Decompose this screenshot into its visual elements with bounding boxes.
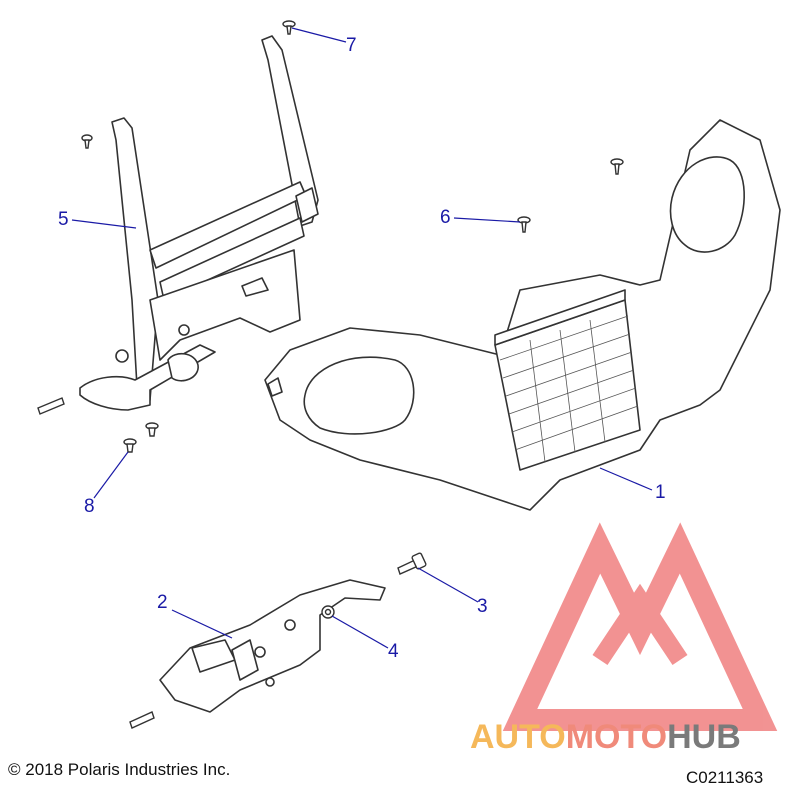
watermark-wordmark: AUTOMOTOHUB (470, 718, 741, 757)
watermark-word-hub: HUB (667, 718, 741, 756)
watermark-word-auto: AUTO (470, 718, 566, 756)
watermark-word-moto: MOTO (565, 718, 668, 756)
callout-2: 2 (157, 592, 168, 613)
part-1-front-bumper (264, 119, 781, 511)
loose-bolts (37, 397, 155, 729)
part-6-rivet (517, 158, 624, 233)
callout-7: 7 (346, 35, 357, 56)
part-4-nut (321, 605, 335, 619)
part-7-screw (81, 20, 296, 149)
callout-1: 1 (655, 482, 666, 503)
callout-8: 8 (84, 496, 95, 517)
part-3-bolt (397, 552, 427, 575)
leader-lines (71, 27, 653, 649)
callout-6: 6 (440, 207, 451, 228)
copyright-text: © 2018 Polaris Industries Inc. (8, 760, 231, 779)
diagram-code: C0211363 (686, 768, 764, 787)
part-8-rivets (123, 422, 159, 453)
watermark-logo (502, 522, 778, 731)
callout-3: 3 (477, 596, 488, 617)
callout-4: 4 (388, 641, 399, 662)
part-5-brace-frame (79, 35, 319, 411)
callout-5: 5 (58, 209, 69, 230)
part-2-lower-bracket (159, 579, 386, 713)
